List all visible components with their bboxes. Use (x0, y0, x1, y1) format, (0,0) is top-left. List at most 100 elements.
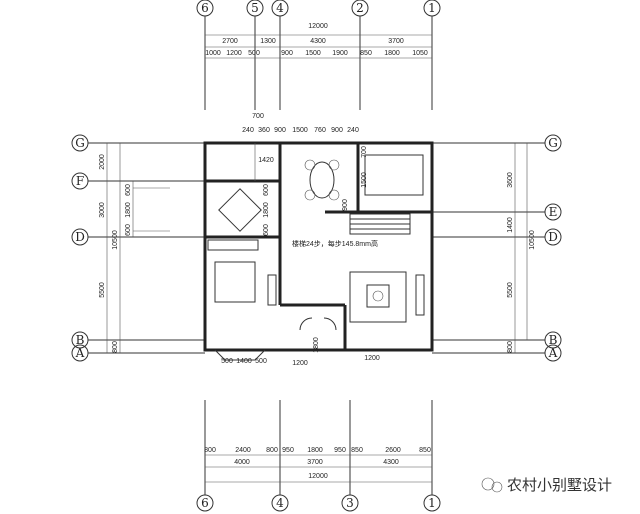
dimension-label: 4300 (383, 459, 399, 466)
dimension-label: 4300 (310, 38, 326, 45)
dimension-label: 600 (263, 184, 270, 196)
dimension-label: 12000 (308, 23, 328, 30)
axis-label: F (76, 174, 84, 188)
axis-bubble (271, 0, 289, 17)
axis-bubble (423, 494, 441, 512)
dimension-label: 600 (125, 224, 132, 236)
axis-bubble (544, 331, 562, 349)
dimension-label: 800 (266, 447, 278, 454)
axis-bubble (423, 0, 441, 17)
dimension-label: 240 (347, 127, 359, 134)
axis-bubble (271, 494, 289, 512)
dimension-label: 900 (331, 127, 343, 134)
dimension-label: 3700 (307, 459, 323, 466)
axis-bubble (71, 331, 89, 349)
dimension-label: 5500 (507, 282, 514, 298)
dimension-label: 2600 (385, 447, 401, 454)
dimension-label: 3600 (507, 172, 514, 188)
stair-note: 楼梯24步，每步145.8mm高 (292, 239, 378, 248)
dimension-label: 10500 (529, 230, 536, 250)
dimension-label: 1300 (260, 38, 276, 45)
dimension-label: 1900 (332, 50, 348, 57)
axis-label: 2 (356, 1, 364, 15)
axis-bubble (71, 172, 89, 190)
dimension-label: 1200 (292, 360, 308, 367)
axis-label: A (548, 346, 558, 360)
axis-label: 3 (346, 496, 354, 510)
axis-bubble (544, 228, 562, 246)
watermark: 农村小别墅设计 (481, 476, 612, 494)
dimension-label: 1420 (258, 157, 274, 164)
dimension-label: 800 (204, 447, 216, 454)
dimension-label: 500 (221, 358, 233, 365)
dimension-label: 240 (242, 127, 254, 134)
dimension-label: 1200 (226, 50, 242, 57)
dimension-label: 12000 (308, 473, 328, 480)
axis-label: B (76, 333, 85, 347)
dimension-label: 600 (263, 224, 270, 236)
dimension-label: 3000 (99, 202, 106, 218)
dimension-label: 1000 (205, 50, 221, 57)
dimension-label: 1800 (263, 202, 270, 218)
axis-bubble (341, 494, 359, 512)
dimension-label: 800 (112, 341, 119, 353)
dimension-label: 900 (274, 127, 286, 134)
dimension-label: 2000 (99, 154, 106, 170)
dimension-label: 1050 (412, 50, 428, 57)
axis-label: G (75, 136, 85, 150)
dimension-label: 360 (258, 127, 270, 134)
dimension-label: 4000 (234, 459, 250, 466)
dimension-label: 900 (342, 199, 349, 211)
dimension-label: 800 (507, 341, 514, 353)
axis-label: 6 (201, 1, 209, 15)
dimension-label: 760 (314, 127, 326, 134)
axis-bubble (544, 134, 562, 152)
axis-label: A (75, 346, 85, 360)
dimension-label: 5500 (99, 282, 106, 298)
axis-label: E (549, 205, 558, 219)
axis-label: 1 (428, 496, 436, 510)
axis-label: 5 (251, 1, 259, 15)
dimension-label: 1800 (384, 50, 400, 57)
dimension-label: 1800 (125, 202, 132, 218)
dimension-label: 950 (282, 447, 294, 454)
dimension-label: 10500 (112, 230, 119, 250)
dimension-label: 2400 (235, 447, 251, 454)
axis-bubble (71, 228, 89, 246)
axis-bubble (71, 344, 89, 362)
dimension-label: 1500 (361, 172, 368, 188)
axis-label: D (75, 230, 85, 244)
dimension-label: 1800 (307, 447, 323, 454)
dimension-label: 3700 (388, 38, 404, 45)
dimension-label: 950 (334, 447, 346, 454)
dimension-label: 500 (248, 50, 260, 57)
dimension-label: 1500 (292, 127, 308, 134)
dimension-label: 500 (255, 358, 267, 365)
axis-label: 1 (428, 1, 436, 15)
dimension-label: 600 (125, 184, 132, 196)
axis-label: 6 (201, 496, 209, 510)
dimension-label: 1200 (364, 355, 380, 362)
axis-bubble (71, 134, 89, 152)
dimension-label: 850 (351, 447, 363, 454)
building-walls (203, 141, 434, 352)
axis-bubble (544, 344, 562, 362)
axis-bubble (196, 494, 214, 512)
dimension-label: 700 (252, 113, 264, 120)
axis-bubble (196, 0, 214, 17)
dimension-label: 900 (281, 50, 293, 57)
dimension-label: 1400 (236, 358, 252, 365)
dimension-label: 1800 (313, 337, 320, 353)
dimension-label: 850 (360, 50, 372, 57)
dimension-label: 1500 (305, 50, 321, 57)
axis-label: 4 (276, 496, 284, 510)
watermark-text: 农村小别墅设计 (507, 476, 612, 494)
axis-label: G (548, 136, 558, 150)
furniture (207, 154, 425, 361)
axis-label: D (548, 230, 558, 244)
dimension-label: 850 (419, 447, 431, 454)
axis-label: 4 (276, 1, 284, 15)
